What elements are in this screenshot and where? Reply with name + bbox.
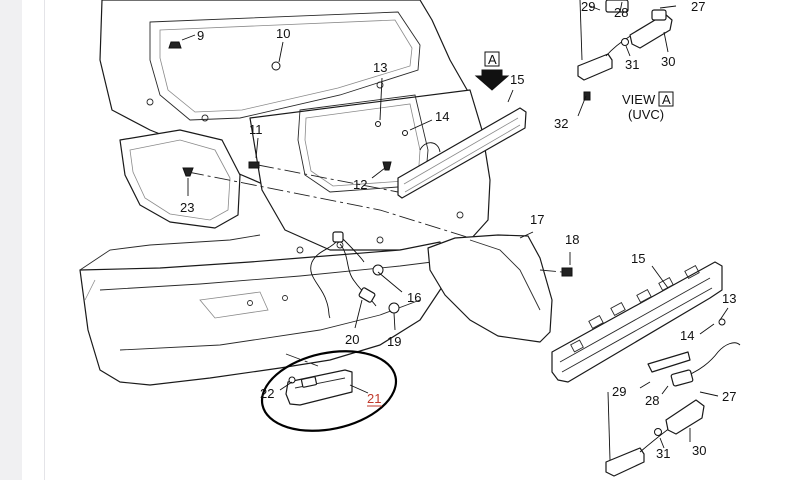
callout-17: 17 [530, 212, 544, 227]
callout-21: 21 [367, 391, 381, 406]
applique-part-15-upper [397, 107, 527, 199]
license-lamp-detail-top [577, 0, 673, 101]
callout-11: 11 [249, 122, 263, 137]
applique-part-15-detail [551, 261, 723, 383]
callout-32: 32 [554, 116, 568, 131]
license-lamp-part-21 [285, 369, 353, 406]
callout-29: 29 [581, 0, 595, 14]
callout-13-detail: 13 [722, 291, 736, 306]
callout-10: 10 [276, 26, 290, 41]
margin-line [44, 0, 45, 480]
left-gutter [0, 0, 22, 480]
highlight-circle [260, 350, 398, 432]
callout-31: 31 [625, 57, 639, 72]
rear-lamp-part-17 [427, 234, 553, 343]
callout-20: 20 [345, 332, 359, 347]
callout-23: 23 [180, 200, 194, 215]
arrow-down-icon [474, 69, 510, 91]
callout-19: 19 [387, 334, 401, 349]
fasteners [168, 41, 573, 384]
callout-29-detail: 29 [612, 384, 626, 399]
callout-16: 16 [407, 290, 421, 305]
callout-14-detail: 14 [680, 328, 694, 343]
leader-lines [181, 1, 729, 449]
view-label-letter: A [662, 92, 671, 107]
view-label-prefix: VIEW [622, 92, 656, 107]
callout-13: 13 [373, 60, 387, 75]
callout-30: 30 [661, 54, 675, 69]
callout-14: 14 [435, 109, 449, 124]
callout-15-detail: 15 [631, 251, 645, 266]
view-a-marker: A [474, 51, 510, 91]
callout-31-detail: 31 [656, 446, 670, 461]
callout-22: 22 [260, 386, 274, 401]
view-a-label: VIEW A (UVC) [622, 91, 674, 122]
vehicle-rear-body [79, 0, 491, 386]
callout-labels: 9 10 11 12 13 14 15 16 17 18 19 20 21 22… [180, 0, 736, 461]
assembly-lines [187, 164, 563, 367]
callout-27: 27 [691, 0, 705, 14]
view-marker-letter: A [488, 52, 497, 67]
callout-27-detail: 27 [722, 389, 736, 404]
view-label-suffix: (UVC) [628, 107, 664, 122]
callout-30-detail: 30 [692, 443, 706, 458]
callout-9: 9 [197, 28, 204, 43]
callout-12: 12 [353, 177, 367, 192]
callout-28: 28 [614, 5, 628, 20]
license-lamp-detail-bottom [605, 318, 741, 477]
callout-28-detail: 28 [645, 393, 659, 408]
callout-18: 18 [565, 232, 579, 247]
callout-15: 15 [510, 72, 524, 87]
